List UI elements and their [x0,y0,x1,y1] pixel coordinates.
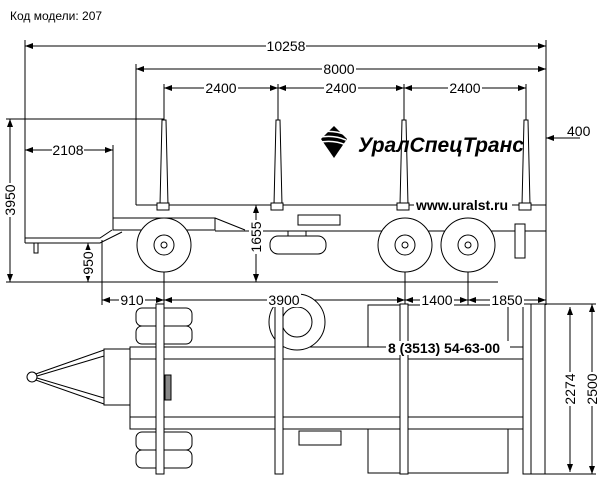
dimension-labels: 10258 8000 2400 2400 2400 400 2108 3950 … [2,38,600,406]
dim-wheelbase: 3900 [268,292,299,308]
side-view: УралСпецТранс www.uralst.ru [24,119,546,273]
website: www.uralst.ru [415,197,508,213]
dim-overall-width: 2500 [584,373,600,404]
dim-stake-overhang: 400 [567,123,591,139]
dim-stake-spacing-1: 2400 [205,80,236,96]
model-code: Код модели: 207 [10,9,102,23]
toolbox [297,214,341,226]
top-wheels [135,293,509,474]
dim-frame-height: 1655 [248,221,264,252]
rear-light [514,223,526,259]
dim-axle-spacing: 1400 [421,292,452,308]
dim-overall-height: 3950 [2,184,18,215]
logo: УралСпецТранс [315,126,524,158]
logo-text: УралСпецТранс [358,134,524,157]
dim-stake-spacing-3: 2400 [449,80,480,96]
dimension-lines [7,43,595,474]
spare-wheel [269,235,327,255]
top-view: 8 (3513) 54-63-00 [26,293,596,475]
stakes [156,119,532,211]
dim-stake-spacing-2: 2400 [325,80,356,96]
top-stakes [155,303,546,475]
drawbar [25,229,123,244]
dim-drawbar-height: 950 [80,251,96,275]
frame-rail-bottom [129,416,529,430]
dim-overall-length: 10258 [267,38,306,54]
dim-rear-overhang: 1850 [491,292,522,308]
dim-drawbar-length: 2108 [52,142,83,158]
dim-platform-length: 8000 [323,61,354,77]
top-drawbar [29,349,105,405]
dim-front-overhang: 910 [120,292,144,308]
wheels [136,217,496,273]
dim-inner-width: 2274 [562,373,578,404]
phone-number: 8 (3513) 54-63-00 [388,340,500,356]
